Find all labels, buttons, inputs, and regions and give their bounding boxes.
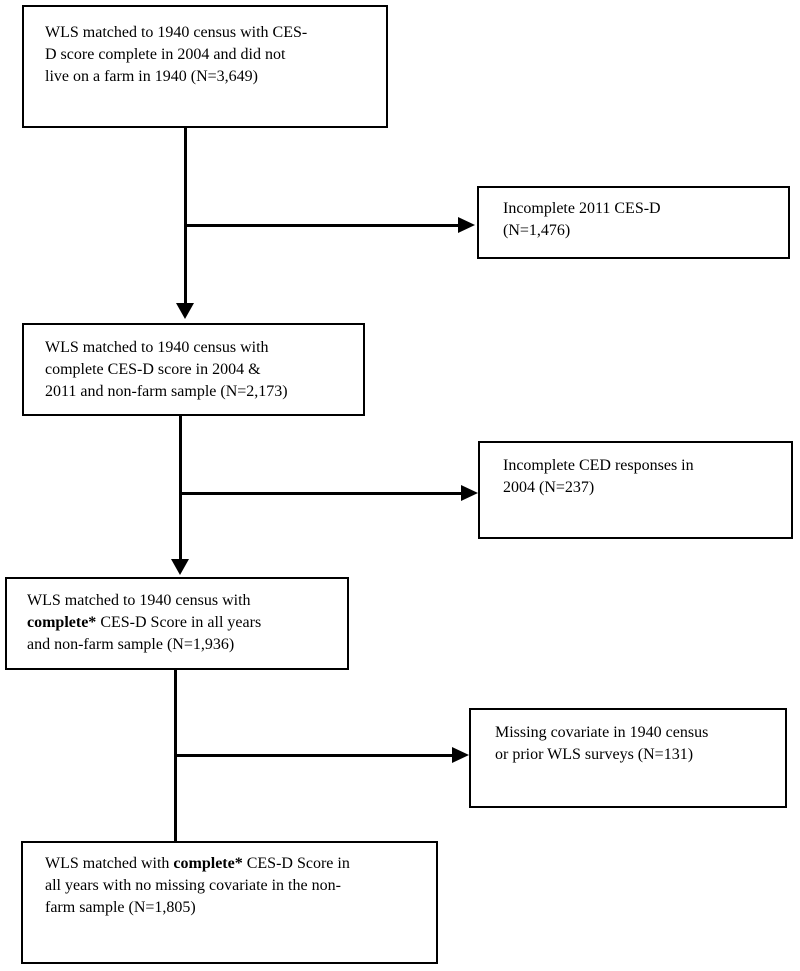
flow-box-final-analytic-sample: WLS matched with complete* CES-D Score i… bbox=[21, 841, 438, 964]
exclusion-box-missing-covariate: Missing covariate in 1940 census or prio… bbox=[469, 708, 787, 808]
text-segment: CES-D Score in bbox=[242, 855, 350, 872]
arrowhead-down-box2 bbox=[176, 303, 194, 319]
side3-line-1: Missing covariate in 1940 census bbox=[495, 722, 775, 744]
text-segment: WLS matched to 1940 census with CES- bbox=[45, 24, 308, 41]
arrowhead-right-side2 bbox=[461, 485, 478, 501]
text-segment: 2011 and non-farm sample (N=2,173) bbox=[45, 383, 288, 400]
text-segment: WLS matched to 1940 census with bbox=[27, 592, 251, 609]
flow-box-complete-2004-2011: WLS matched to 1940 census with complete… bbox=[22, 323, 365, 416]
text-segment: live on a farm in 1940 (N=3,649) bbox=[45, 68, 258, 85]
connector-box2-to-side2 bbox=[180, 492, 461, 495]
text-segment: and non-farm sample (N=1,936) bbox=[27, 636, 235, 653]
box1-line-2: D score complete in 2004 and did not bbox=[45, 44, 376, 66]
exclusion-box-incomplete-2011-cesd: Incomplete 2011 CES-D (N=1,476) bbox=[477, 186, 790, 259]
box3-line-1: WLS matched to 1940 census with bbox=[27, 590, 337, 612]
side3-line-2: or prior WLS surveys (N=131) bbox=[495, 744, 775, 766]
box1-line-3: live on a farm in 1940 (N=3,649) bbox=[45, 66, 376, 88]
text-segment: farm sample (N=1,805) bbox=[45, 899, 196, 916]
text-segment: all years with no missing covariate in t… bbox=[45, 877, 341, 894]
text-segment: D score complete in 2004 and did not bbox=[45, 46, 286, 63]
text-segment: 2004 (N=237) bbox=[503, 479, 595, 496]
arrowhead-right-side1 bbox=[458, 217, 475, 233]
text-segment-bold: complete* bbox=[27, 614, 97, 631]
box1-line-1: WLS matched to 1940 census with CES- bbox=[45, 22, 376, 44]
text-segment: WLS matched to 1940 census with bbox=[45, 339, 269, 356]
text-segment: WLS matched with bbox=[45, 855, 174, 872]
text-segment: or prior WLS surveys (N=131) bbox=[495, 746, 694, 763]
exclusion-box-incomplete-2004-responses: Incomplete CED responses in 2004 (N=237) bbox=[478, 441, 793, 539]
side1-line-2: (N=1,476) bbox=[503, 220, 778, 242]
text-segment: complete CES-D score in 2004 & bbox=[45, 361, 261, 378]
box4-line-2: all years with no missing covariate in t… bbox=[45, 875, 426, 897]
side2-line-2: 2004 (N=237) bbox=[503, 477, 781, 499]
flow-box-baseline-sample: WLS matched to 1940 census with CES- D s… bbox=[22, 5, 388, 128]
text-segment: (N=1,476) bbox=[503, 222, 571, 239]
side2-line-1: Incomplete CED responses in bbox=[503, 455, 781, 477]
side1-line-1: Incomplete 2011 CES-D bbox=[503, 198, 778, 220]
text-segment-bold: complete* bbox=[173, 855, 243, 872]
connector-box1-to-box2 bbox=[184, 128, 187, 305]
arrowhead-down-box3 bbox=[171, 559, 189, 575]
text-segment: Incomplete CED responses in bbox=[503, 457, 694, 474]
text-segment: Incomplete 2011 CES-D bbox=[503, 200, 661, 217]
arrowhead-right-side3 bbox=[452, 747, 469, 763]
box2-line-3: 2011 and non-farm sample (N=2,173) bbox=[45, 381, 353, 403]
box4-line-3: farm sample (N=1,805) bbox=[45, 897, 426, 919]
text-segment: CES-D Score in all years bbox=[96, 614, 262, 631]
box2-line-1: WLS matched to 1940 census with bbox=[45, 337, 353, 359]
box2-line-2: complete CES-D score in 2004 & bbox=[45, 359, 353, 381]
flow-box-complete-all-years: WLS matched to 1940 census with complete… bbox=[5, 577, 349, 670]
box3-line-2: complete* CES-D Score in all years bbox=[27, 612, 337, 634]
box3-line-3: and non-farm sample (N=1,936) bbox=[27, 634, 337, 656]
connector-box2-to-box3 bbox=[179, 416, 182, 561]
connector-box3-to-side3 bbox=[175, 754, 452, 757]
text-segment: Missing covariate in 1940 census bbox=[495, 724, 709, 741]
connector-box1-to-side1 bbox=[185, 224, 458, 227]
box4-line-1: WLS matched with complete* CES-D Score i… bbox=[45, 853, 426, 875]
